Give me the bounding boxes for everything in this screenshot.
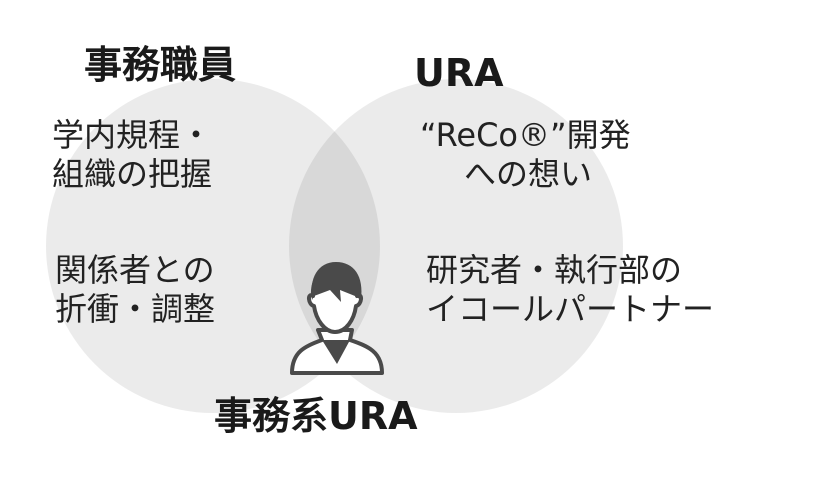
left-item-1-line1: 学内規程・ (52, 116, 213, 154)
left-item-2-line2: 折衝・調整 (55, 290, 216, 329)
left-circle (46, 79, 380, 413)
right-item-2: 研究者・執行部の イコールパートナー (426, 251, 714, 329)
right-item-1-line1: “ReCo®”開発 (420, 116, 631, 154)
left-item-2-line1: 関係者との (55, 251, 215, 289)
right-item-1-line2: への想い (464, 155, 593, 194)
left-item-2: 関係者との 折衝・調整 (55, 251, 215, 329)
right-item-1: “ReCo®”開発 への想い (420, 116, 631, 194)
left-item-1: 学内規程・ 組織の把握 (52, 116, 212, 194)
left-title: 事務職員 (84, 43, 237, 87)
person-icon (290, 262, 384, 375)
right-title: URA (414, 51, 504, 95)
left-item-1-line2: 組織の把握 (52, 155, 213, 194)
right-circle (289, 79, 623, 413)
right-item-2-line1: 研究者・執行部の (426, 251, 683, 289)
bottom-title: 事務系URA (214, 394, 418, 438)
right-item-2-line2: イコールパートナー (426, 290, 715, 329)
